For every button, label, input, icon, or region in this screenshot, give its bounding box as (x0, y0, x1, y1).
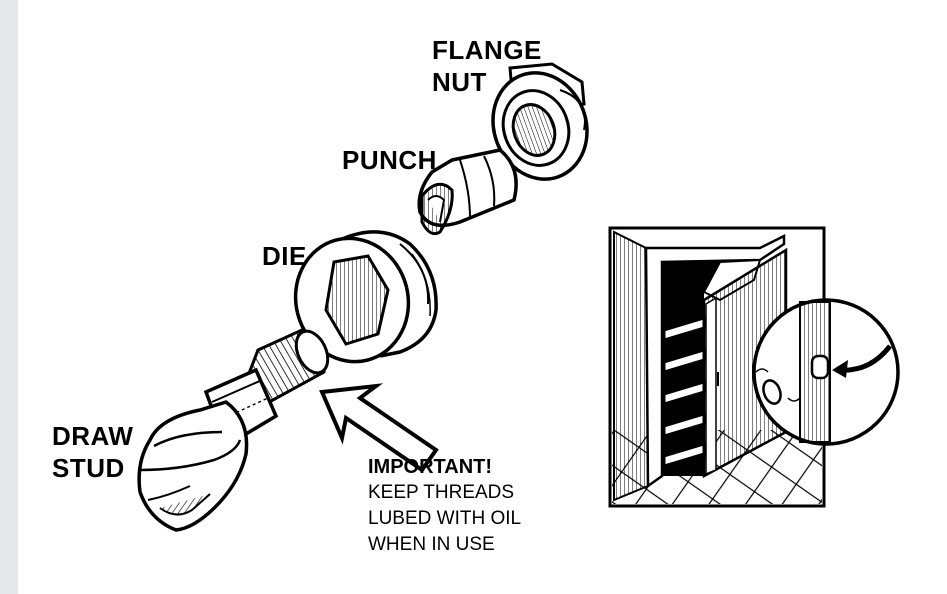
flange-nut-icon (491, 62, 589, 181)
die-icon (293, 230, 438, 364)
note-line: LUBED WITH OIL (368, 508, 522, 529)
outline-arrow-icon (319, 383, 439, 473)
important-note: IMPORTANT! KEEP THREADS LUBED WITH OIL W… (368, 454, 521, 558)
label-draw-stud-line2: STUD (52, 453, 125, 483)
label-punch: PUNCH (342, 145, 437, 175)
label-draw-stud-line1: DRAW (52, 421, 134, 451)
label-die: DIE (262, 241, 307, 271)
punch-icon (417, 148, 518, 236)
draw-stud-icon (137, 328, 330, 532)
note-line: KEEP THREADS (368, 482, 515, 503)
label-flange-nut-line2: NUT (432, 67, 487, 97)
note-heading: IMPORTANT! (368, 456, 493, 478)
label-flange-nut-line1: FLANGE (432, 35, 542, 65)
note-line: WHEN IN USE (368, 534, 495, 555)
side-strip (0, 0, 18, 594)
storage-cabinet-icon (608, 226, 900, 508)
